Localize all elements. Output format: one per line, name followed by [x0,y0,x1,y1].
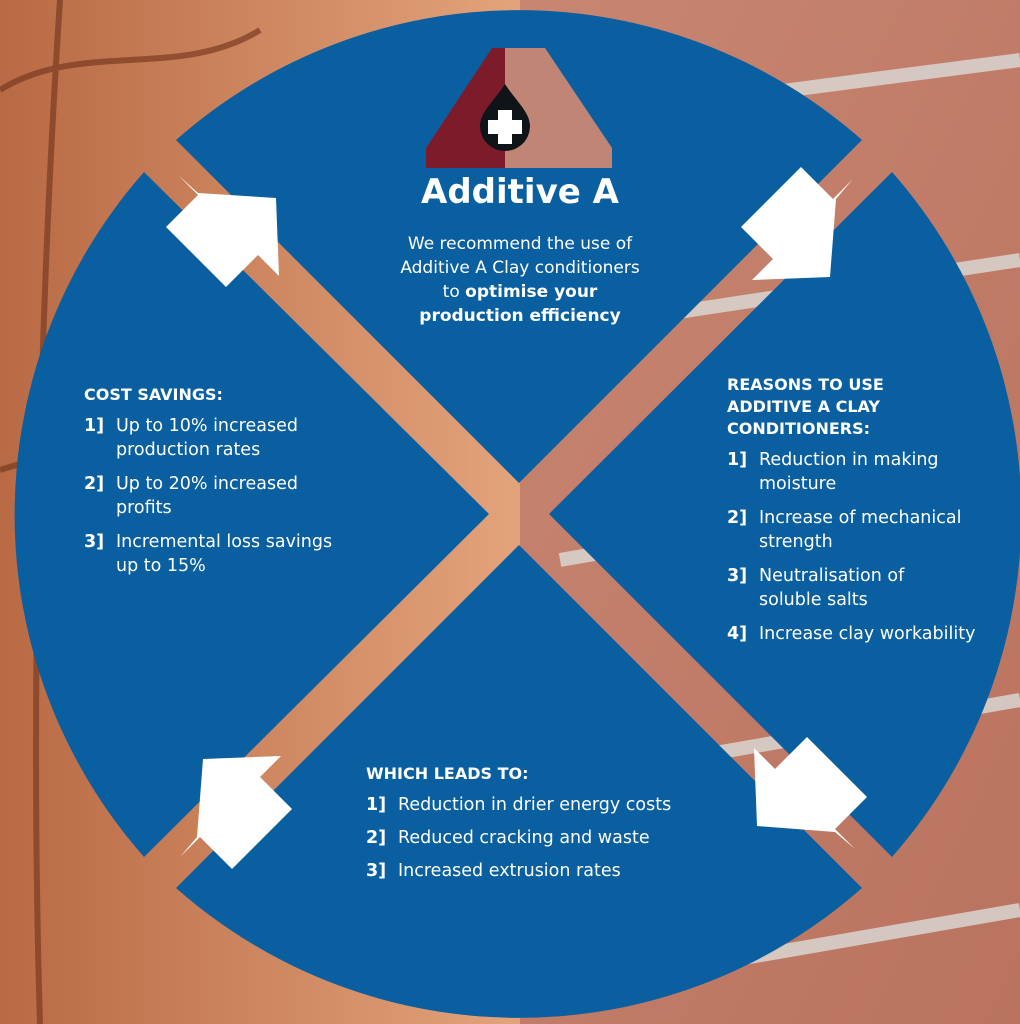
quadrant-right [549,172,1020,857]
intro-line-4-bold: production efficiency [419,306,621,326]
intro-text: We recommend the use of Additive A Clay … [370,232,670,328]
additive-a-logo-icon [426,48,612,168]
quadrant-bottom [176,545,862,1018]
list-item: 1] Reduction in drier energy costs [366,793,706,817]
brand-title: Additive A [421,172,619,212]
item-number: 2] [84,474,105,494]
arrow-icon-top-left [166,175,279,287]
item-number: 1] [84,416,105,436]
item-text: Increase clay workability [759,624,976,644]
quadrant-left [14,172,490,857]
item-number: 2] [366,828,387,848]
list-item: 2] Reduced cracking and waste [366,826,706,850]
item-number: 1] [727,450,748,470]
list-item: 1] Reduction in making moisture [727,448,949,496]
item-number: 3] [727,566,748,586]
intro-line-1: We recommend the use of [407,234,633,254]
leads-to-list: 1] Reduction in drier energy costs 2] Redu… [366,793,706,883]
reasons-section: REASONS TO USE ADDITIVE A CLAY CONDITION… [727,374,1007,656]
item-text: Reduction in drier energy costs [398,795,672,815]
reasons-heading: REASONS TO USE ADDITIVE A CLAY CONDITION… [727,375,884,438]
arrow-icon-bottom-left [180,756,292,869]
list-item: 2] Up to 20% increased profits [84,472,354,520]
list-item: 3] Neutralisation of soluble salts [727,564,959,612]
cost-savings-list: 1] Up to 10% increased production rates 2… [84,414,354,578]
intro-line-4: production efficiency [370,304,670,328]
item-number: 3] [84,532,105,552]
cost-savings-heading: COST SAVINGS: [84,385,223,404]
leads-to-section: WHICH LEADS TO: 1] Reduction in drier ene… [366,763,706,892]
intro-line-3: to optimise your [370,280,670,304]
item-number: 3] [366,861,387,881]
list-item: 1] Up to 10% increased production rates [84,414,354,462]
list-item: 3] Increased extrusion rates [366,859,706,883]
leads-to-heading: WHICH LEADS TO: [366,764,529,783]
arrow-icon-top-right [741,167,853,280]
reasons-list: 1] Reduction in making moisture 2] Increas… [727,448,1007,646]
item-text: Increased extrusion rates [398,861,621,881]
item-text: Incremental loss savings up to 15% [116,532,333,576]
arrow-icon-bottom-right [754,737,867,849]
item-text: Up to 10% increased production rates [116,416,298,460]
item-number: 4] [727,624,748,644]
item-text: Up to 20% increased profits [116,474,298,518]
quadrant-top [176,10,862,483]
intro-line-3-bold: optimise your [465,282,598,302]
item-number: 2] [727,508,748,528]
cost-savings-section: COST SAVINGS: 1] Up to 10% increased prod… [84,384,354,588]
item-text: Increase of mechanical strength [759,508,962,552]
intro-line-2: Additive A Clay conditioners [400,258,640,278]
intro-line-3-prefix: to [442,282,466,302]
list-item: 2] Increase of mechanical strength [727,506,989,554]
list-item: 3] Incremental loss savings up to 15% [84,530,354,578]
list-item: 4] Increase clay workability [727,622,1007,646]
item-number: 1] [366,795,387,815]
item-text: Reduction in making moisture [759,450,939,494]
item-text: Reduced cracking and waste [398,828,650,848]
item-text: Neutralisation of soluble salts [759,566,905,610]
